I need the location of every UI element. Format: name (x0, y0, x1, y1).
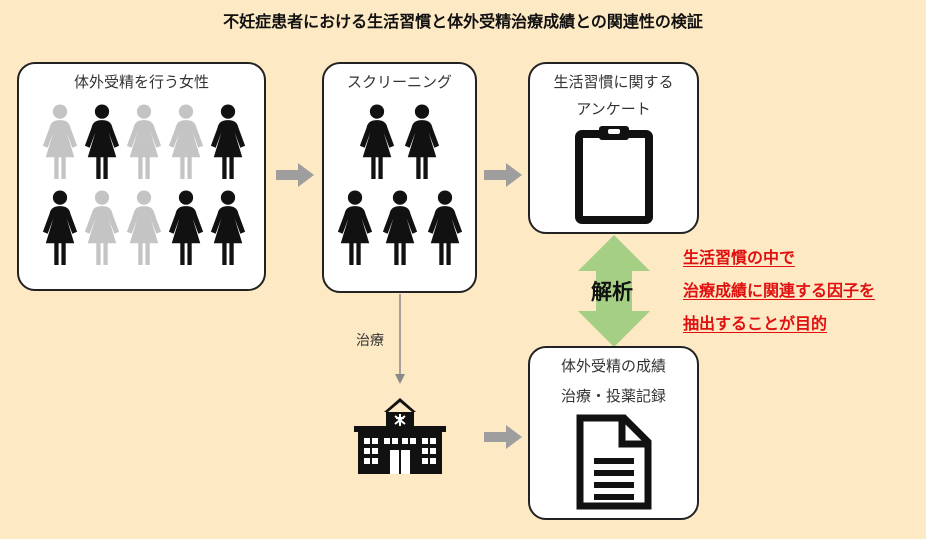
treatment-label: 治療 (356, 333, 384, 349)
woman-icon (125, 188, 163, 268)
woman-icon (426, 188, 464, 268)
document-icon (576, 414, 652, 510)
results-box-label-line2: 治療・投薬記録 (560, 387, 666, 405)
screening-box: スクリーニング (322, 62, 477, 293)
woman-icon (209, 188, 247, 268)
survey-box: 生活習慣に関する アンケート (528, 62, 699, 234)
clipboard-icon (575, 126, 653, 224)
arrow-right-icon (484, 163, 522, 187)
survey-box-label-line2: アンケート (576, 100, 651, 118)
goal-note-line1: 生活習慣の中で (683, 248, 796, 267)
woman-icon (125, 102, 163, 182)
woman-icon (41, 102, 79, 182)
page-title: 不妊症患者における生活習慣と体外受精治療成績との関連性の検証 (223, 12, 703, 31)
woman-icon (336, 188, 374, 268)
treatment-down-arrow-icon (395, 294, 405, 384)
arrow-right-icon (276, 163, 314, 187)
arrow-right-icon (484, 425, 522, 449)
woman-icon (83, 188, 121, 268)
analysis-label: 解析 (591, 280, 633, 304)
woman-icon (83, 102, 121, 182)
results-box: 体外受精の成績 治療・投薬記録 (528, 346, 699, 520)
woman-icon (209, 102, 247, 182)
woman-icon (167, 102, 205, 182)
woman-icon (167, 188, 205, 268)
analysis-double-arrow-icon (578, 235, 650, 347)
hospital-icon (354, 398, 446, 474)
results-box-label-line1: 体外受精の成績 (560, 357, 666, 375)
woman-icon (41, 188, 79, 268)
survey-box-label-line1: 生活習慣に関する (553, 73, 674, 91)
woman-icon (381, 188, 419, 268)
woman-icon (358, 102, 396, 182)
goal-note-line2: 治療成績に関連する因子を (683, 281, 876, 300)
goal-note-line3: 抽出することが目的 (683, 314, 828, 333)
woman-icon (403, 102, 441, 182)
screening-box-label: スクリーニング (346, 73, 452, 91)
women-box-label: 体外受精を行う女性 (73, 73, 209, 91)
